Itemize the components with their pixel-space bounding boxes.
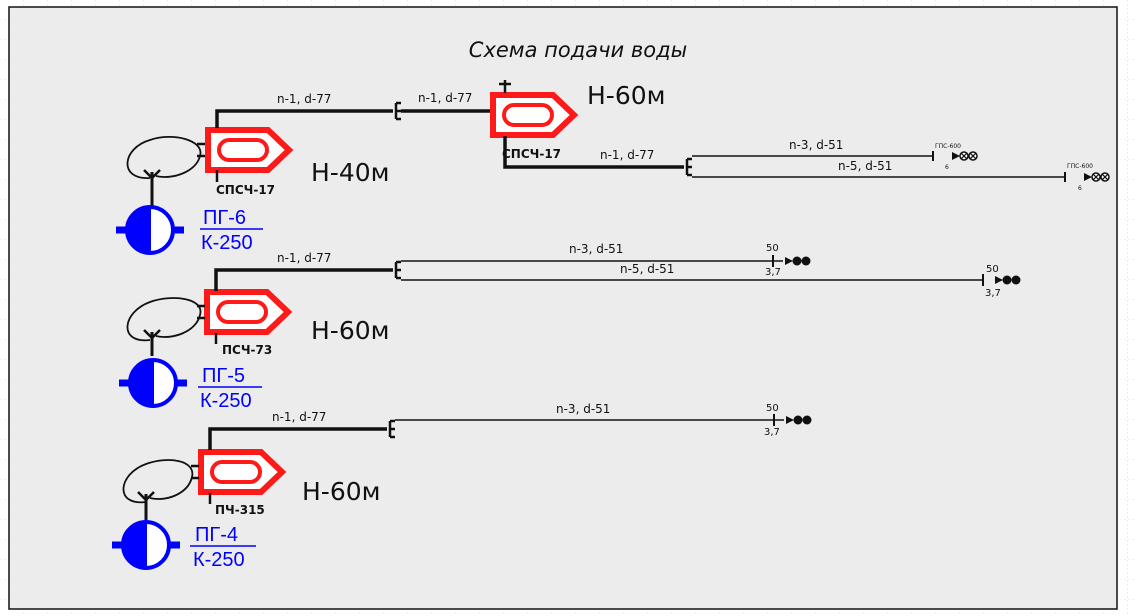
nozzle-bottom-value: 3,7 [765,267,781,278]
trunk-line-label: n-1, d-77 [277,251,331,265]
hydrant-type: К-250 [201,232,253,254]
trunk-line-label: n-1, d-77 [600,148,654,162]
truck-unit-label: ПЧ-315 [215,503,265,517]
fire-truck-symbol [493,95,574,135]
suction-hose-loop [126,297,202,342]
nozzle-top-value: 50 [766,243,779,254]
fire-truck-symbol [201,452,282,492]
nozzle-label: ГПС-600 [1067,163,1093,170]
branch-line-label: n-5, d-51 [838,159,892,173]
hydrant-name: ПГ-4 [195,524,238,546]
hydrant-type: К-250 [193,549,245,571]
truck-unit-label: СПСЧ-17 [216,183,275,197]
branch-line-label: n-3, d-51 [569,242,623,256]
hydrant-name: ПГ-6 [203,207,246,229]
truck-head-label: Н-40м [311,158,390,187]
branch-line-label: n-5, d-51 [620,262,674,276]
nozzle-top-value: 50 [766,403,779,414]
hydrant-name: ПГ-5 [202,365,245,387]
truck-head-label: Н-60м [311,316,390,345]
truck-head-label: Н-60м [587,81,666,110]
nozzle-value: 6 [1078,185,1082,192]
nozzle-top-value: 50 [986,264,999,275]
truck-unit-label: ПСЧ-73 [222,343,272,357]
nozzle-value: 6 [945,164,949,171]
nozzle-bottom-value: 3,7 [764,427,780,438]
supply-group-2: ПГ-5 К-250 ПСЧ-73 Н-60м n-1, d-77 n-3, d… [119,242,1022,412]
truck-head-label: Н-60м [302,477,381,506]
branch-line-label: n-3, d-51 [556,402,610,416]
branch-line-label: n-3, d-51 [789,138,843,152]
suction-hose-loop [126,136,202,179]
trunk-line-label: n-1, d-77 [418,91,472,105]
hydrant-type: К-250 [200,390,252,412]
diagram-frame [8,6,1118,610]
trunk-line-label: n-1, d-77 [272,410,326,424]
truck-unit-label: СПСЧ-17 [502,147,561,161]
supply-group-1: ПГ-6 К-250 СПСЧ-17 Н-40м n-1, d-77 n-1, … [116,80,1110,254]
suction-hose-loop [122,459,194,504]
diagram-title: Схема подачи воды [469,38,687,62]
fire-truck-symbol [207,292,288,332]
fire-truck-symbol [208,130,289,170]
supply-group-3: ПГ-4 К-250 ПЧ-315 Н-60м n-1, d-77 n-3, d… [112,402,813,571]
nozzle-label: ГПС-600 [935,143,961,150]
trunk-line-label: n-1, d-77 [277,92,331,106]
nozzle-bottom-value: 3,7 [985,288,1001,299]
